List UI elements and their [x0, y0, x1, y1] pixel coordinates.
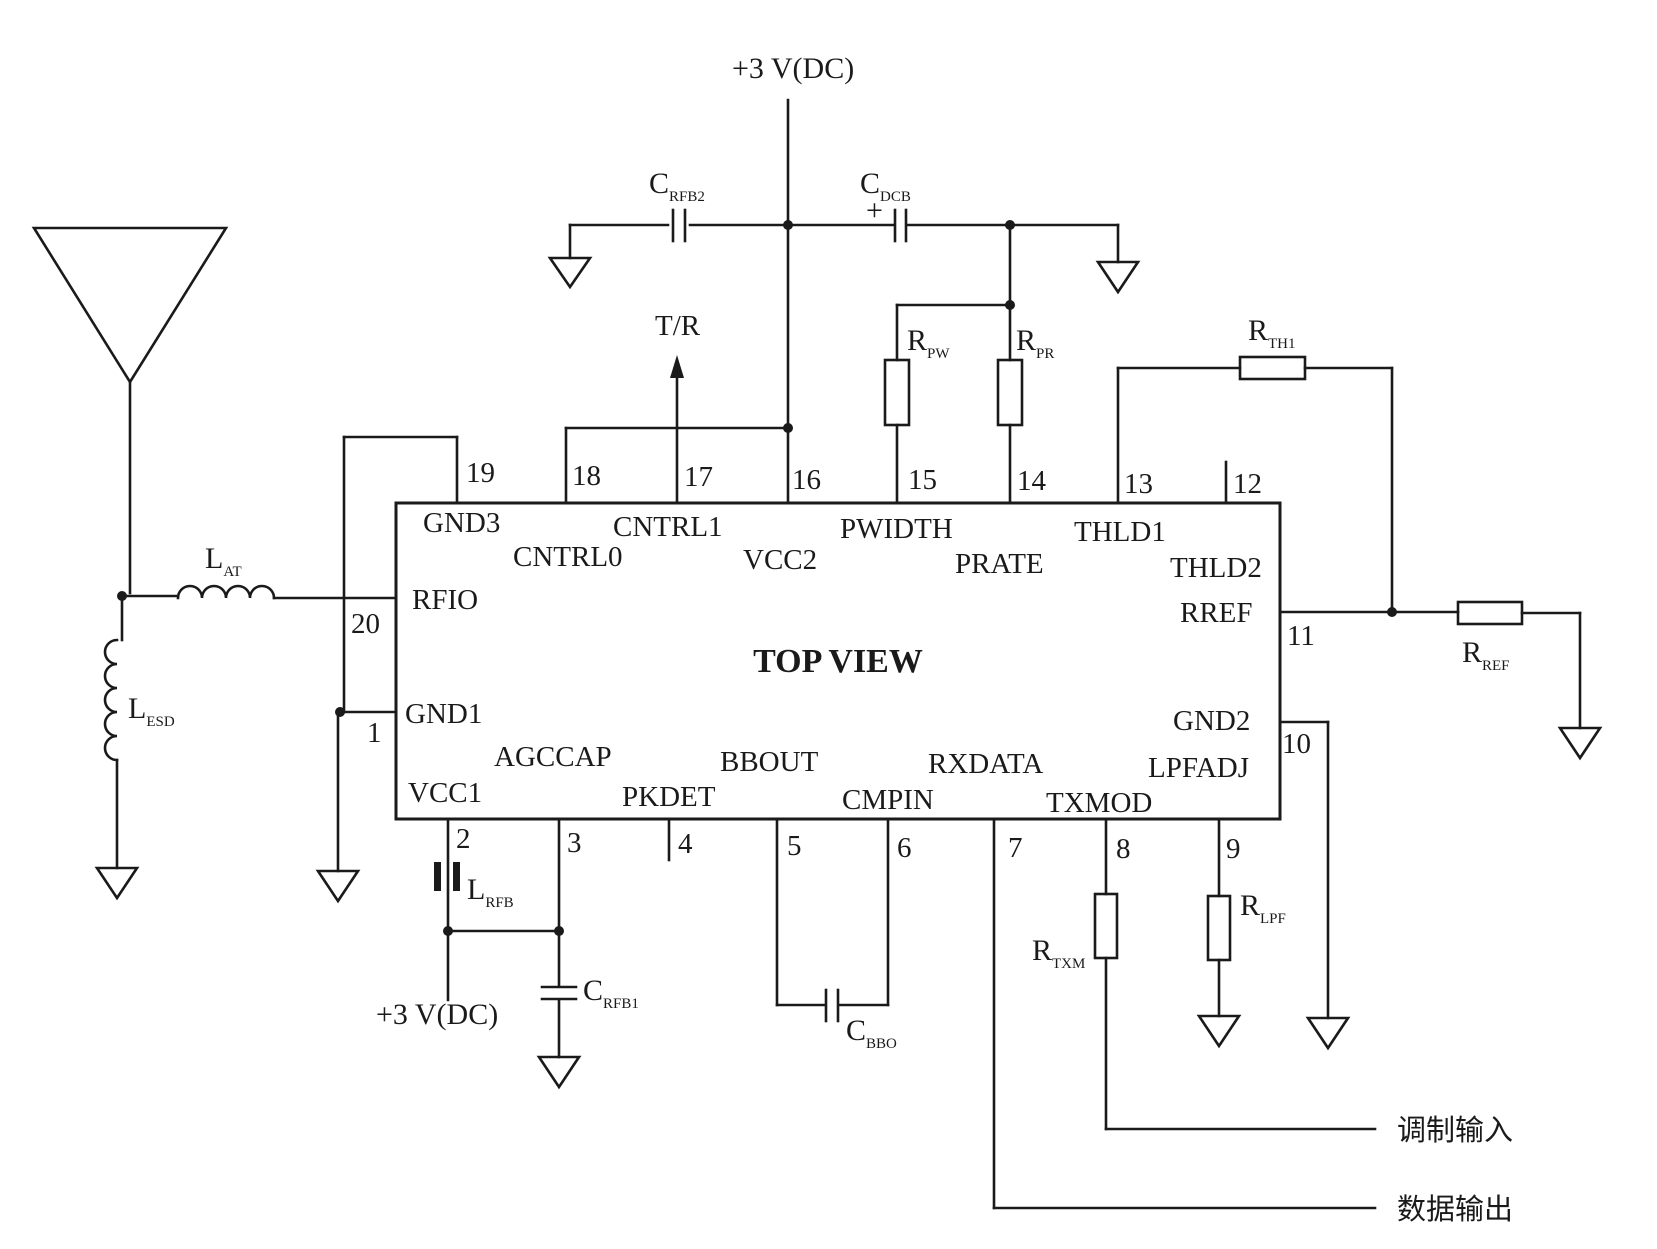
pin-number-16: 16	[792, 464, 821, 496]
ground-c-rfb2	[547, 256, 593, 290]
pin-name-txmod: TXMOD	[1046, 787, 1152, 819]
l-rfb-label: LRFB	[467, 873, 514, 911]
l-rfb-bead-a	[434, 862, 441, 891]
pin-number-20: 20	[351, 608, 380, 640]
r-ref-body	[1456, 600, 1524, 626]
pin-name-cntrl0: CNTRL0	[513, 541, 623, 573]
l-esd-label: LESD	[128, 692, 175, 730]
pin-number-13: 13	[1124, 468, 1153, 500]
l-at-label: LAT	[205, 542, 242, 580]
chip-body	[394, 501, 1282, 821]
c-dcb-polarity: +	[866, 194, 883, 227]
pin-names: GND3 CNTRL0 CNTRL1 VCC2 PWIDTH PRATE THL…	[405, 507, 1262, 819]
pin-name-vcc1: VCC1	[408, 777, 482, 809]
data-out-label: 数据输出	[1397, 1192, 1513, 1226]
l-rfb-bead-b	[453, 862, 460, 891]
antenna-icon	[31, 226, 229, 385]
pin-number-12: 12	[1233, 468, 1262, 500]
r-lpf-label: RLPF	[1240, 889, 1286, 927]
tr-arrow-icon	[670, 355, 684, 378]
ground-r-lpf	[1196, 1014, 1242, 1049]
pin-name-lpfadj: LPFADJ	[1148, 752, 1249, 784]
mod-in-label: 调制输入	[1397, 1113, 1513, 1147]
c-bbo-label: CBBO	[846, 1014, 897, 1052]
pin-number-6: 6	[897, 832, 912, 864]
c-dcb-label: CDCB	[860, 167, 911, 205]
pin-number-15: 15	[908, 464, 937, 496]
pin-name-cntrl1: CNTRL1	[613, 511, 723, 543]
pin-number-10: 10	[1282, 728, 1311, 760]
pin-name-thld1: THLD1	[1074, 516, 1166, 548]
pin-number-3: 3	[567, 827, 582, 859]
r-ref-label: RREF	[1462, 636, 1510, 674]
ground-gnd1	[315, 869, 361, 904]
pin-name-gnd2: GND2	[1173, 705, 1250, 737]
r-pr-body	[996, 358, 1024, 427]
pin-number-14: 14	[1017, 465, 1047, 497]
pin-name-vcc2: VCC2	[743, 544, 817, 576]
pin-name-pkdet: PKDET	[622, 781, 716, 813]
pin-number-11: 11	[1287, 620, 1315, 652]
c-rfb2-label: CRFB2	[649, 167, 705, 205]
pin-name-thld2: THLD2	[1170, 552, 1262, 584]
pin-number-5: 5	[787, 830, 802, 862]
pin-number-7: 7	[1008, 832, 1023, 864]
r-pw-body	[883, 358, 911, 427]
r-txm-label: RTXM	[1032, 934, 1085, 972]
pin-name-pwidth: PWIDTH	[840, 513, 953, 545]
c-rfb1-label: CRFB1	[583, 974, 639, 1012]
ground-c-rfb1	[536, 1055, 582, 1090]
pin-number-17: 17	[684, 461, 713, 493]
ground-l-esd	[94, 866, 140, 901]
pin-number-1: 1	[367, 717, 382, 749]
r-th1-label: RTH1	[1248, 314, 1296, 352]
pin-number-19: 19	[466, 457, 495, 489]
chip-title: TOP VIEW	[753, 643, 923, 680]
pin-name-agccap: AGCCAP	[494, 741, 612, 773]
r-txm-body	[1093, 892, 1119, 960]
pin-number-8: 8	[1116, 833, 1131, 865]
pin-number-2: 2	[456, 823, 471, 855]
junction-gnd1	[335, 707, 345, 717]
junction-rref	[1387, 607, 1397, 617]
pin-name-prate: PRATE	[955, 548, 1044, 580]
pin-name-bbout: BBOUT	[720, 746, 819, 778]
pin-name-rfio: RFIO	[412, 584, 478, 616]
pin-name-gnd3: GND3	[423, 507, 500, 539]
supply-bottom-label: +3 V(DC)	[376, 998, 498, 1031]
pin-name-rxdata: RXDATA	[928, 748, 1043, 780]
pin-name-gnd1: GND1	[405, 698, 482, 730]
pin-name-rref: RREF	[1180, 597, 1253, 629]
l-at-coil	[176, 584, 276, 600]
r-th1-body	[1238, 355, 1307, 381]
pin-numbers: 1 2 3 4 5 6 7 8 9 10 11 12 13 14 15 16 1…	[351, 457, 1315, 865]
supply-top-label: +3 V(DC)	[732, 52, 854, 85]
ground-gnd2	[1305, 1016, 1351, 1051]
ground-c-dcb	[1095, 260, 1141, 295]
pin-number-18: 18	[572, 460, 601, 492]
r-lpf-body	[1206, 894, 1232, 962]
pin-number-9: 9	[1226, 833, 1241, 865]
pin-name-cmpin: CMPIN	[842, 784, 934, 816]
r-pw-label: RPW	[907, 324, 950, 362]
ground-r-ref	[1557, 726, 1603, 761]
r-pr-label: RPR	[1016, 324, 1054, 362]
l-esd-coil	[103, 638, 119, 762]
tr-label: T/R	[655, 310, 701, 342]
junction-pin3	[554, 926, 564, 936]
pin-number-4: 4	[678, 828, 693, 860]
